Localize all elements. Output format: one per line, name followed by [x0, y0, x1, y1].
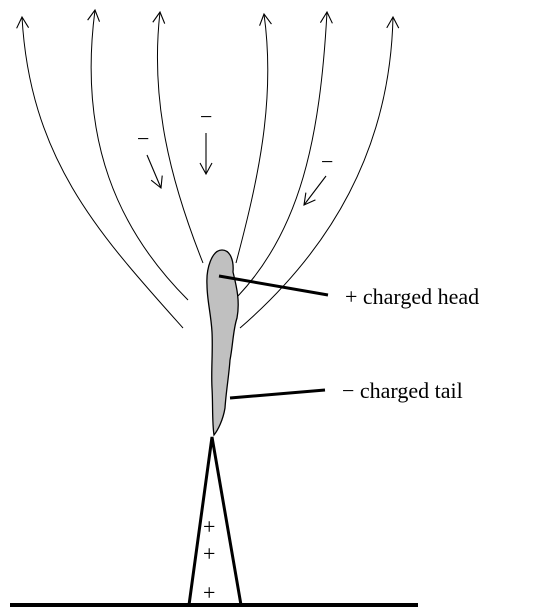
negative-charge-left: − — [137, 128, 149, 150]
field-line-4 — [236, 14, 268, 263]
negative-charge-right: − — [321, 151, 333, 173]
field-line-1 — [22, 17, 183, 328]
field-line-6 — [240, 17, 393, 328]
left-charge-arrow — [147, 155, 161, 188]
field-line-2 — [91, 10, 188, 300]
right-charge-arrow — [304, 176, 326, 205]
field-line-3 — [157, 12, 203, 263]
head-label: + charged head — [345, 286, 479, 308]
tail-label: − charged tail — [342, 380, 463, 402]
positive-charge-needle-3: + — [203, 582, 215, 604]
positive-charge-needle-1: + — [203, 516, 215, 538]
field-line-5 — [238, 12, 327, 296]
positive-charge-needle-2: + — [203, 543, 215, 565]
negative-charge-center: − — [200, 106, 212, 128]
tail-leader-line — [230, 390, 325, 398]
charge-arrows — [147, 133, 326, 205]
